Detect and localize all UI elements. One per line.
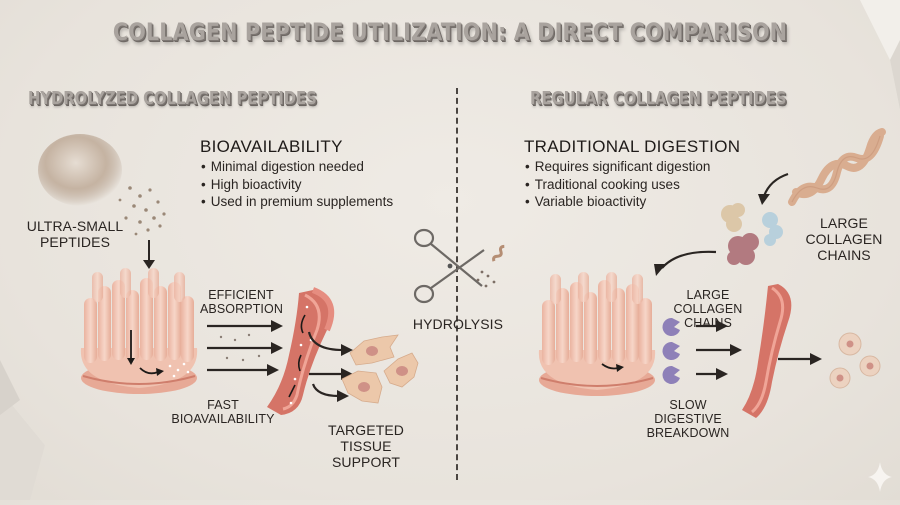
blood-vessel-illustration (265, 285, 345, 425)
fast-bioavailability-label: FAST BIOAVAILABILITY (171, 398, 275, 426)
curved-arrow-icon (752, 172, 792, 211)
protein-clumps-illustration (712, 200, 792, 275)
large-collagen-chains-mid-label: LARGE COLLAGEN CHAINS (673, 288, 743, 330)
right-section-title: REGULAR COLLAGEN PEPTIDES (530, 88, 787, 109)
large-collagen-chains-label: LARGE COLLAGEN CHAINS (805, 215, 883, 263)
curved-arrow-icon (648, 248, 718, 283)
traditional-digestion-bullets: Requires significant digestion Tradition… (525, 158, 711, 211)
bullet-item: Requires significant digestion (525, 158, 711, 176)
slow-digestive-breakdown-label: SLOW DIGESTIVE BREAKDOWN (646, 398, 730, 440)
bullet-item: Minimal digestion needed (201, 158, 393, 176)
bullet-item: High bioactivity (201, 176, 393, 194)
paper-fold-decoration (860, 0, 900, 110)
bullet-item: Variable bioactivity (525, 193, 710, 211)
bioavailability-bullets: Minimal digestion needed High bioactivit… (201, 158, 393, 211)
digestive-enzymes-illustration (662, 316, 762, 391)
hydrolysis-label: HYDROLYSIS (412, 316, 504, 332)
absorption-arrows (205, 318, 285, 387)
down-arrow-icon (142, 240, 156, 275)
efficient-absorption-label: EFFICIENT ABSORPTION (200, 288, 283, 316)
ultra-small-peptides-label: ULTRA-SMALL PEPTIDES (26, 218, 124, 250)
blood-vessel-illustration (738, 282, 798, 427)
traditional-digestion-heading: TRADITIONAL DIGESTION (524, 137, 741, 156)
paper-fold-decoration (0, 360, 60, 500)
collagen-helix-illustration (782, 122, 892, 217)
targeted-tissue-support-label: TARGETED TISSUE SUPPORT (328, 422, 404, 470)
sparkle-icon (868, 462, 892, 497)
bioavailability-heading: BIOAVAILABILITY (200, 137, 343, 156)
page-title: COLLAGEN PEPTIDE UTILIZATION: A DIRECT C… (112, 18, 788, 46)
intestinal-villi-illustration (536, 272, 658, 405)
scissors-icon (412, 228, 505, 313)
intestinal-villi-illustration (78, 268, 200, 403)
tissue-cells-illustration (341, 334, 422, 415)
peptide-powder-pile (30, 130, 180, 245)
delivery-arrows (305, 330, 355, 405)
bullet-item: Used in premium supplements (201, 193, 393, 211)
center-divider (456, 88, 458, 480)
right-arrow-icon (778, 352, 824, 371)
cells-illustration (820, 330, 886, 395)
bullet-item: Traditional cooking uses (525, 176, 710, 194)
left-section-title: HYDROLYZED COLLAGEN PEPTIDES (28, 88, 317, 109)
